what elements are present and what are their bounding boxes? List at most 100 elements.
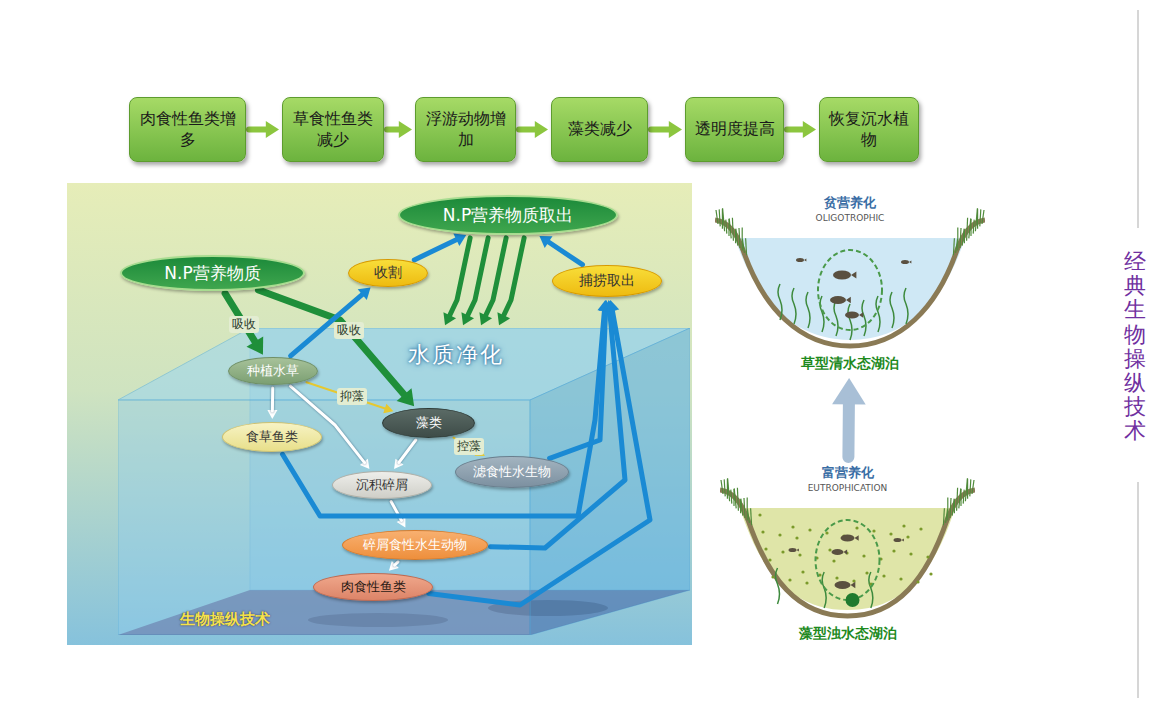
process-box: 肉食性鱼类增多	[129, 97, 246, 162]
algae	[768, 558, 771, 561]
ellipse-node: 食草鱼类	[222, 422, 322, 452]
panel-ground	[67, 183, 692, 645]
algae	[761, 530, 764, 533]
algae	[788, 578, 791, 581]
grass	[952, 499, 954, 516]
algae	[771, 575, 774, 578]
algae	[899, 577, 902, 580]
connector	[539, 236, 582, 265]
algae	[758, 513, 761, 516]
grass	[967, 218, 968, 241]
algae	[892, 549, 895, 552]
fish	[901, 260, 909, 264]
algae	[916, 580, 919, 583]
algae	[764, 547, 767, 550]
lake-caption: 藻型浊水态湖泊	[799, 625, 897, 643]
grass	[751, 508, 752, 525]
fish	[796, 258, 804, 262]
edge-label: 控藻	[454, 438, 484, 455]
ellipse-node: 捕捞取出	[552, 265, 662, 297]
grass	[960, 228, 961, 248]
grass	[728, 478, 730, 501]
divider-line	[1137, 482, 1139, 698]
algae	[801, 570, 804, 573]
grass	[723, 208, 725, 231]
grass	[729, 218, 731, 238]
node-label: 透明度提高	[695, 119, 775, 140]
grass	[975, 208, 977, 231]
node-label: 肉食性鱼类	[341, 578, 406, 596]
grass	[736, 229, 738, 246]
connector	[454, 438, 485, 456]
fish	[832, 549, 844, 555]
water-plant	[904, 288, 908, 324]
node-label: 种植水草	[247, 362, 299, 380]
node-label: 恢复沉水植物	[828, 109, 910, 151]
grass	[716, 210, 718, 224]
vertical-title: 经典生物操纵技术	[1124, 250, 1146, 444]
connector	[249, 121, 279, 138]
connector-line	[449, 238, 470, 316]
algae-bloom	[846, 593, 860, 607]
connector-line	[414, 239, 457, 260]
lake-bank	[720, 490, 975, 616]
ellipse-node: N.P营养物质	[120, 255, 305, 291]
algae	[889, 532, 892, 535]
edge-label: 抑藻	[337, 388, 367, 405]
grass	[732, 218, 733, 241]
connector	[787, 121, 816, 138]
algae	[926, 555, 929, 558]
node-label: 收割	[374, 264, 402, 282]
fish	[841, 535, 855, 542]
water-plant	[778, 284, 782, 320]
grass	[972, 480, 974, 494]
node-label: 沉积碎屑	[356, 476, 408, 494]
connector-line	[787, 127, 804, 133]
ellipse-node: 藻类	[382, 408, 475, 438]
water-plant	[848, 304, 852, 340]
grass	[721, 480, 723, 494]
water-plant	[890, 292, 894, 328]
node-label: 藻类	[416, 414, 442, 432]
node-label: 食草鱼类	[246, 428, 298, 446]
grass	[962, 229, 964, 246]
ellipse-node: 滤食性水生物	[455, 456, 569, 488]
connector	[387, 121, 412, 138]
grass	[726, 220, 727, 234]
connector-line	[249, 127, 267, 133]
floor-label: 生物操纵技术	[180, 610, 270, 629]
lake-section: 贫营养化OLIGOTROPHIC草型清水态湖泊	[715, 190, 985, 375]
fish	[789, 548, 797, 552]
water-plant	[862, 300, 866, 336]
algae	[791, 525, 794, 528]
ellipse-node: 收割	[348, 259, 428, 287]
tank-heading: 水质净化	[408, 340, 504, 370]
grass	[739, 228, 740, 248]
lake-state: 贫营养化	[824, 194, 876, 212]
water-plant	[792, 288, 796, 324]
node-label: N.P营养物质	[164, 262, 260, 285]
algae	[828, 548, 831, 551]
fish-tail	[797, 548, 799, 551]
node-label: 滤食性水生物	[473, 463, 551, 481]
lake-caption: 草型清水态湖泊	[801, 355, 899, 373]
connector	[519, 121, 548, 138]
algae	[835, 576, 838, 579]
grass	[746, 238, 747, 255]
grass	[969, 218, 971, 238]
algae	[862, 554, 865, 557]
grass	[946, 509, 948, 523]
grass	[742, 239, 744, 253]
connector-line	[503, 238, 524, 316]
grass	[982, 210, 984, 224]
grass	[943, 508, 944, 525]
fish	[894, 538, 902, 542]
lake-section: 富营养化EUTROPHICATION藻型浊水态湖泊	[720, 460, 975, 645]
edge-label: 吸收	[229, 316, 259, 333]
algae	[795, 536, 798, 539]
grass	[956, 239, 958, 253]
node-label: 草食性鱼类减少	[291, 109, 375, 151]
edge-label: 吸收	[334, 322, 364, 339]
ellipse-node: 碎屑食性水生动物	[342, 530, 488, 560]
node-label: N.P营养物质取出	[443, 204, 573, 227]
